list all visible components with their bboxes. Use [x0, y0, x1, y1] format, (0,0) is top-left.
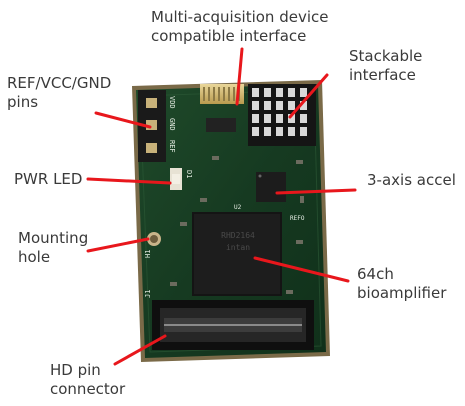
chip-model-silkscreen: RHD2164	[221, 231, 255, 240]
arrow-hd-pin	[113, 334, 167, 366]
arrow-stackable	[288, 73, 329, 119]
gnd-silkscreen: GND	[168, 118, 176, 131]
arrow-multi-acq	[235, 47, 244, 106]
refo-silkscreen: REFO	[290, 215, 305, 222]
label-line: HD pin	[50, 361, 101, 379]
annotation-arrows	[86, 47, 357, 366]
h1-silkscreen: H1	[144, 250, 152, 258]
u2-silkscreen: U2	[234, 204, 242, 211]
label-line: 3-axis accel	[367, 171, 456, 189]
label-bioamplifier: 64ch bioamplifier	[357, 265, 446, 303]
label-line: compatible interface	[151, 27, 307, 45]
label-line: Stackable	[349, 47, 423, 65]
label-line: PWR LED	[14, 170, 83, 188]
label-ref-vcc-gnd: REF/VCC/GND pins	[7, 74, 111, 112]
arrow-mounting-hole	[86, 237, 150, 253]
mounting-hole	[147, 232, 161, 246]
label-line: 64ch	[357, 265, 394, 283]
stackable-header	[248, 84, 316, 146]
label-line: bioamplifier	[357, 284, 447, 302]
label-pwr-led: PWR LED	[14, 170, 82, 189]
bioamplifier-chip	[192, 212, 282, 296]
label-mounting-hole: Mounting hole	[18, 229, 88, 267]
label-line: Multi-acquisition device	[151, 8, 329, 26]
arrow-pwr-led	[86, 177, 172, 185]
vdd-silkscreen: VDD	[168, 96, 176, 109]
accelerometer-chip	[256, 172, 286, 202]
arrow-accel	[275, 188, 357, 195]
arrow-ref-vcc-gnd	[94, 111, 152, 129]
label-line: Mounting	[18, 229, 89, 247]
label-hd-pin: HD pin connector	[50, 361, 125, 399]
pwr-led	[170, 168, 182, 190]
label-stackable: Stackable interface	[349, 47, 422, 85]
label-accel: 3-axis accel	[367, 171, 456, 190]
label-line: pins	[7, 93, 39, 111]
label-line: connector	[50, 380, 126, 398]
label-multi-acquisition: Multi-acquisition device compatible inte…	[151, 8, 328, 46]
j1-silkscreen: J1	[144, 290, 152, 298]
label-line: interface	[349, 66, 416, 84]
d1-silkscreen: D1	[185, 170, 193, 178]
arrow-bioamp	[253, 256, 350, 283]
label-line: hole	[18, 248, 51, 266]
label-line: REF/VCC/GND	[7, 74, 112, 92]
chip-vendor-silkscreen: intan	[226, 243, 250, 252]
smd-components	[170, 156, 304, 294]
ref-silkscreen: REF	[168, 140, 176, 153]
hd-pin-connector	[152, 300, 314, 350]
